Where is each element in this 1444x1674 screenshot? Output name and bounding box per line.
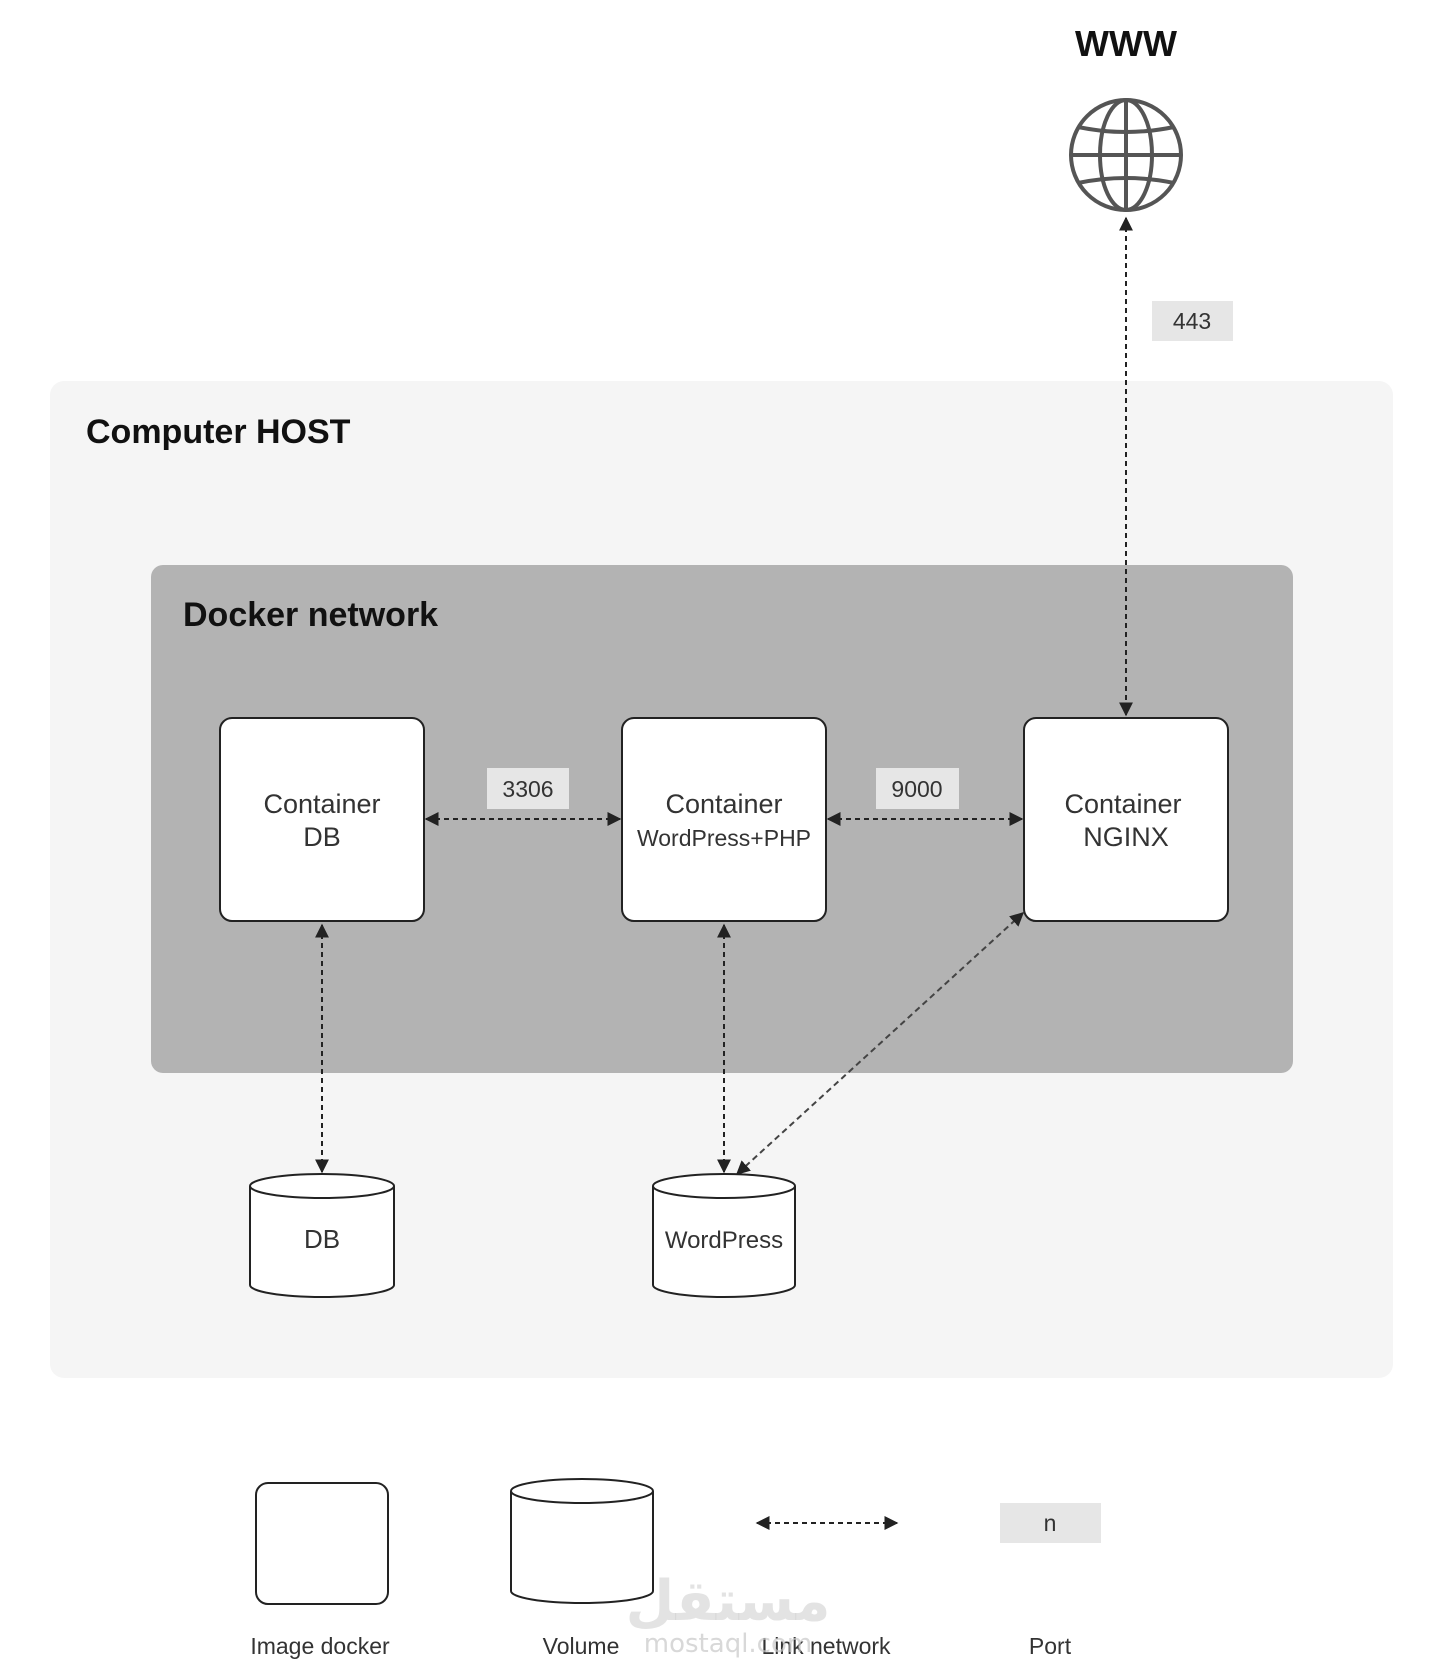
svg-text:3306: 3306 xyxy=(502,776,553,802)
svg-text:DB: DB xyxy=(304,1224,340,1254)
svg-text:WordPress+PHP: WordPress+PHP xyxy=(637,825,811,851)
svg-text:Container: Container xyxy=(1064,789,1181,819)
volume-db[interactable]: DB xyxy=(249,1173,395,1298)
watermark-latin: mostaql.com xyxy=(644,1629,812,1659)
svg-text:Container: Container xyxy=(263,789,380,819)
globe-icon xyxy=(1069,98,1183,212)
container-nginx[interactable]: Container NGINX xyxy=(1023,717,1229,922)
link-nginx-wordpress-volume xyxy=(735,912,1025,1175)
port-badge-443: 443 xyxy=(1152,301,1233,341)
port-badge-3306: 3306 xyxy=(487,768,569,809)
container-wordpress-php[interactable]: Container WordPress+PHP xyxy=(621,717,827,922)
legend-link-network-label: Link network xyxy=(761,1633,891,1659)
svg-text:WordPress: WordPress xyxy=(665,1227,783,1254)
legend-port-label: Port xyxy=(1029,1633,1072,1659)
legend-image-docker-shape xyxy=(255,1482,389,1605)
watermark-arabic: مستقل xyxy=(626,1569,831,1634)
svg-text:443: 443 xyxy=(1173,308,1211,334)
port-badge-9000: 9000 xyxy=(876,768,959,809)
www-title: WWW xyxy=(1075,23,1177,64)
legend-volume-label: Volume xyxy=(543,1633,620,1659)
svg-text:NGINX: NGINX xyxy=(1083,822,1169,852)
legend-image-docker-label: Image docker xyxy=(250,1633,390,1659)
legend-volume-shape xyxy=(510,1478,654,1604)
svg-text:n: n xyxy=(1044,1510,1057,1536)
svg-text:Container: Container xyxy=(665,789,782,819)
network-title: Docker network xyxy=(183,596,438,634)
host-title: Computer HOST xyxy=(86,413,351,451)
volume-wordpress[interactable]: WordPress xyxy=(652,1173,796,1298)
container-db[interactable]: Container DB xyxy=(219,717,425,922)
svg-text:9000: 9000 xyxy=(891,776,942,802)
legend-port-shape: n xyxy=(1000,1503,1101,1543)
legend: Image docker Volume Link network n Port xyxy=(250,1478,1101,1659)
svg-text:DB: DB xyxy=(303,822,341,852)
